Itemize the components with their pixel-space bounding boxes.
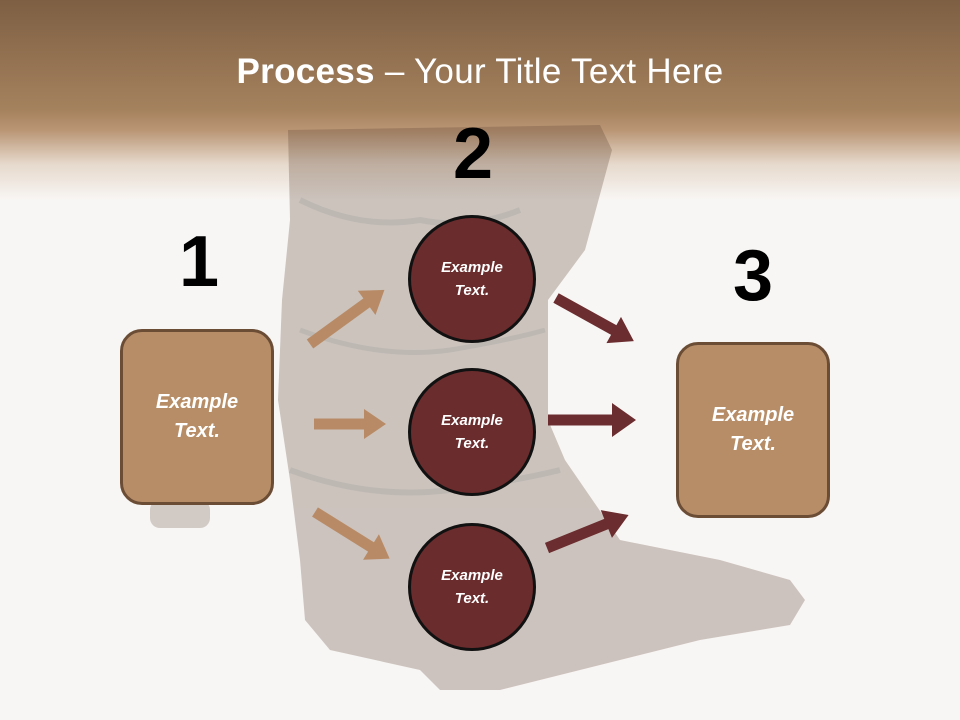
- step-number-2: 2: [452, 114, 494, 194]
- left-box-label: Example Text.: [155, 391, 239, 442]
- circle-1-label: Example Text.: [441, 259, 503, 299]
- circle-3: Example Text.: [408, 523, 536, 651]
- title-bold: Process: [236, 52, 375, 91]
- arrow-from-circle-2: [548, 403, 636, 437]
- arrow-from-circle-1: [553, 293, 634, 344]
- header-band: [0, 0, 960, 200]
- arrow-to-circle-2: [314, 409, 386, 439]
- right-box: Example Text.: [676, 342, 830, 518]
- circle-2: Example Text.: [408, 368, 536, 496]
- circle-2-label: Example Text.: [441, 412, 503, 452]
- arrow-from-circle-3: [544, 510, 629, 554]
- page-title: Process – Your Title Text Here: [0, 52, 960, 92]
- title-rest: – Your Title Text Here: [374, 52, 724, 91]
- step-number-3: 3: [732, 236, 774, 316]
- circle-1: Example Text.: [408, 215, 536, 343]
- circle-3-label: Example Text.: [441, 567, 503, 607]
- step-number-1: 1: [178, 222, 220, 302]
- arrow-to-circle-3: [312, 507, 390, 560]
- arrow-to-circle-1: [306, 289, 385, 349]
- right-box-label: Example Text.: [711, 404, 795, 455]
- left-box: Example Text.: [120, 329, 274, 505]
